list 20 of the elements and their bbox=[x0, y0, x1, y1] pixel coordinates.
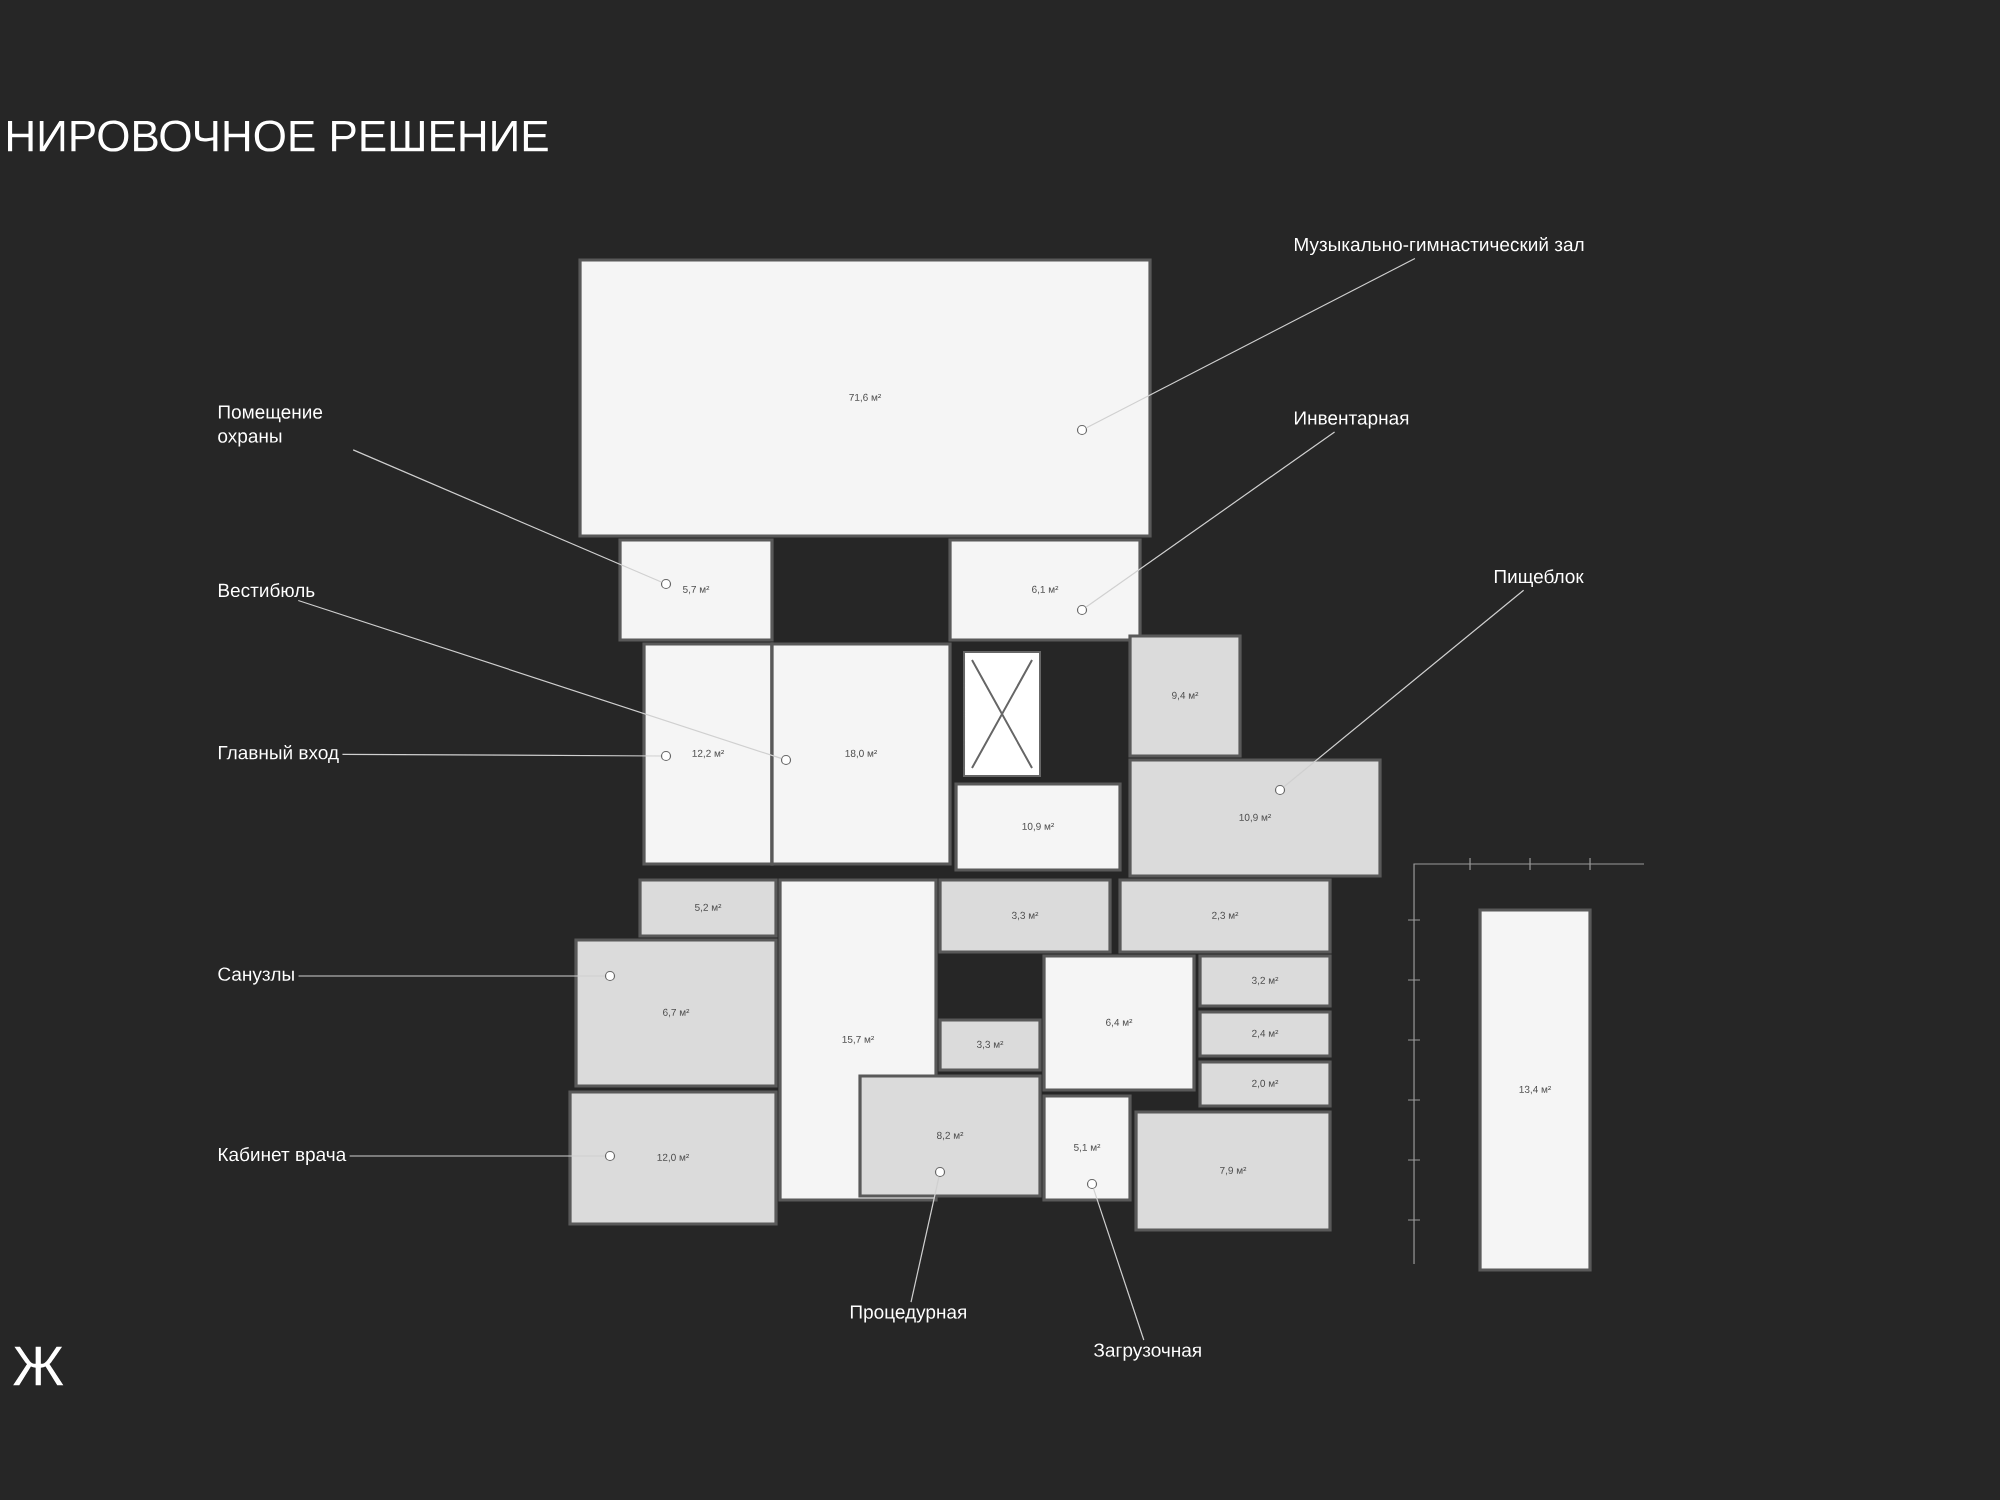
room-label: Помещение охраны bbox=[218, 405, 323, 447]
leader-line bbox=[1085, 431, 1336, 608]
room-label: Загрузочная bbox=[1094, 1343, 1201, 1361]
leader-line bbox=[352, 449, 662, 583]
room-label: Инвентарная bbox=[1295, 411, 1409, 429]
leader-line bbox=[349, 1155, 606, 1157]
room-label: Санузлы bbox=[218, 967, 294, 985]
room-label: Главный вход bbox=[219, 745, 339, 763]
leader-line bbox=[297, 599, 782, 760]
room-label: Кабинет врача bbox=[219, 1147, 347, 1165]
floor-label: Ж bbox=[13, 1346, 64, 1386]
room-label: Музыкально-гимнастический зал bbox=[1295, 236, 1584, 256]
room-label: Пищеблок bbox=[1494, 569, 1584, 587]
leader-line bbox=[1283, 589, 1525, 788]
leader-line bbox=[1085, 257, 1416, 429]
room-label: Процедурная bbox=[850, 1305, 966, 1323]
room-label: Вестибюль bbox=[219, 582, 315, 598]
leader-line bbox=[341, 753, 662, 757]
diagram-title: НИРОВОЧНОЕ РЕШЕНИЕ bbox=[8, 120, 548, 152]
leader-line bbox=[297, 975, 606, 977]
